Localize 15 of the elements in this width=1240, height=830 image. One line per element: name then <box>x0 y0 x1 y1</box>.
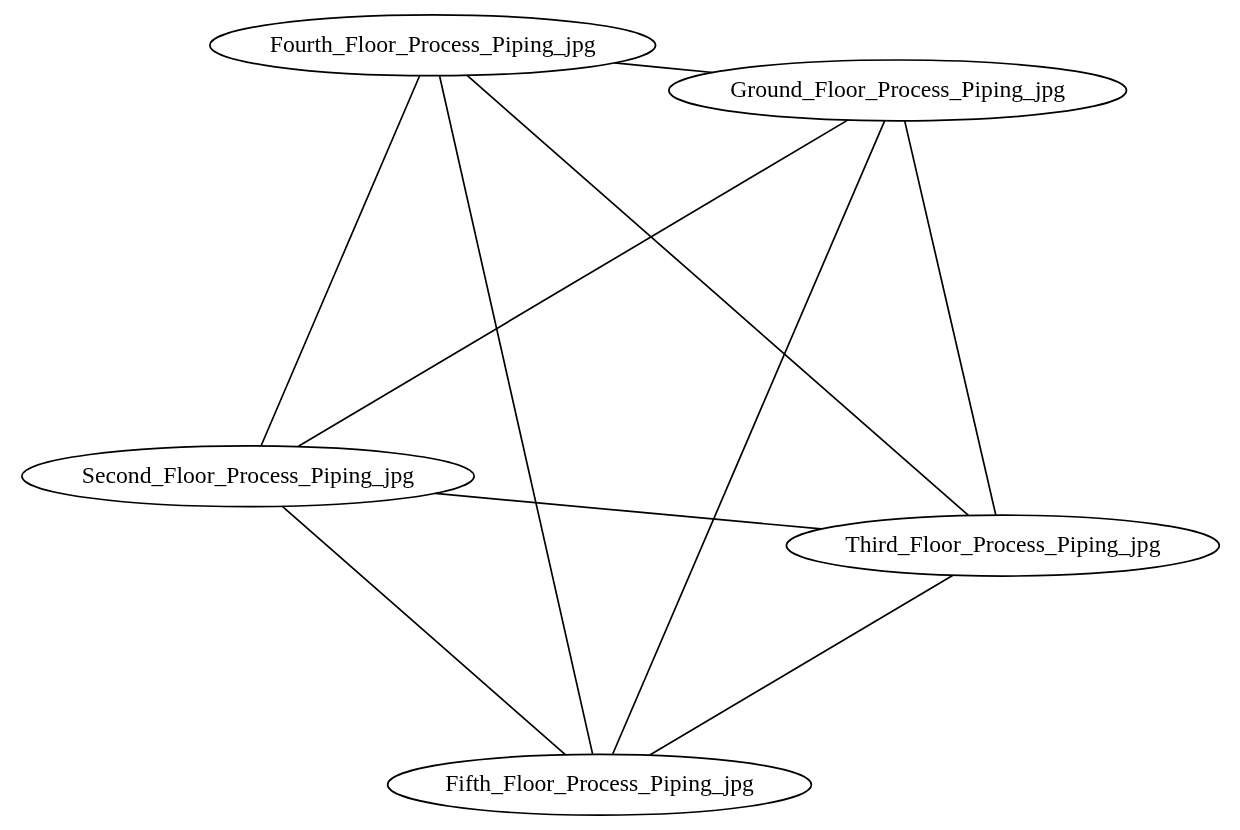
connector <box>465 74 969 517</box>
connector <box>648 574 953 756</box>
connector <box>433 492 822 530</box>
connector <box>438 75 593 755</box>
connector <box>903 120 997 516</box>
node-ellipse: Fifth_Floor_Process_Piping_jpg <box>386 753 812 816</box>
connector <box>259 75 420 447</box>
connector <box>281 505 566 756</box>
node-ellipse: Third_Floor_Process_Piping_jpg <box>785 514 1220 577</box>
node-ellipse: Ground_Floor_Process_Piping_jpg <box>667 59 1127 122</box>
connector <box>297 119 848 448</box>
connector <box>611 119 885 755</box>
node-ellipse: Fourth_Floor_Process_Piping_jpg <box>208 14 656 77</box>
node-ellipse: Second_Floor_Process_Piping_jpg <box>20 444 475 508</box>
connector <box>613 62 714 74</box>
